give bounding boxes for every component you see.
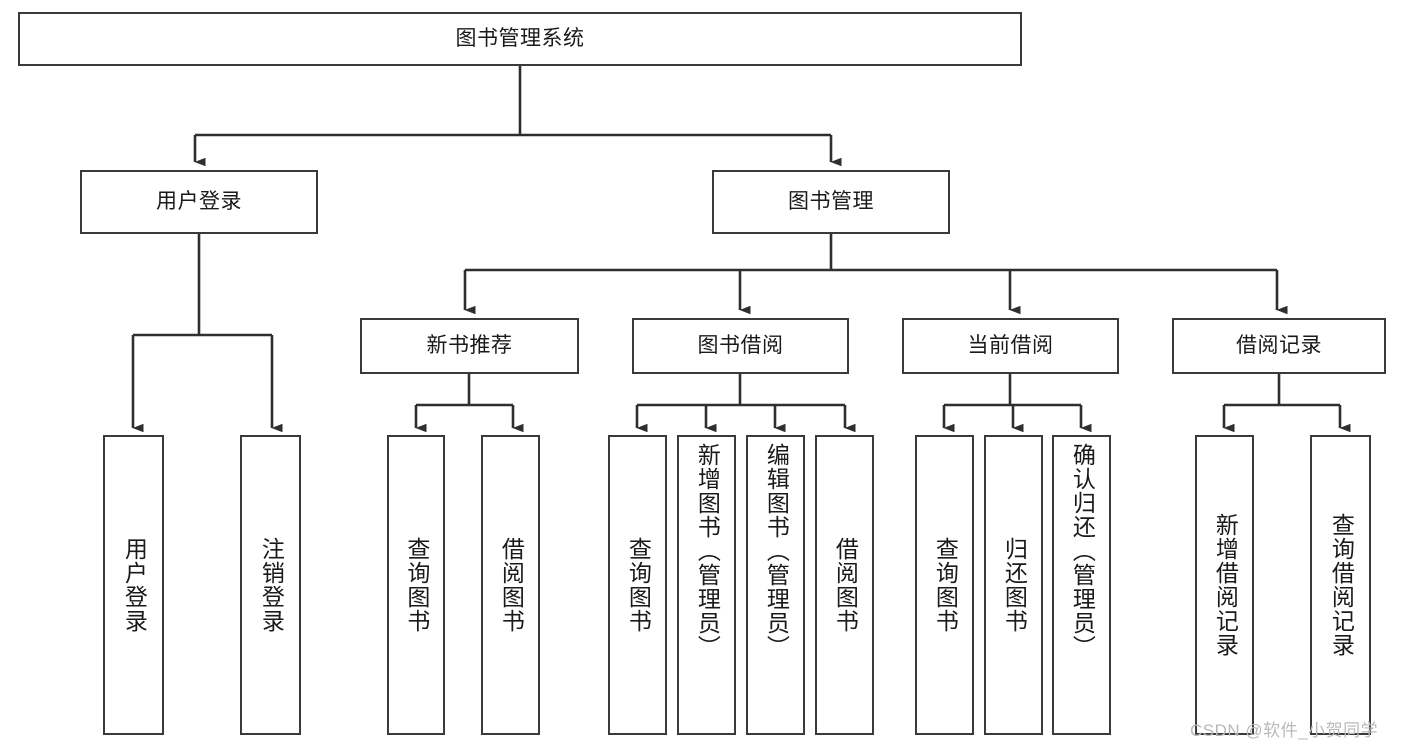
node-label: 编辑图书（管理员） bbox=[763, 443, 790, 659]
node-leaf-add-borrow-record[interactable]: 新增借阅记录 bbox=[1195, 435, 1254, 735]
node-label: 归还图书 bbox=[1001, 537, 1028, 633]
node-root-system[interactable]: 图书管理系统 bbox=[18, 12, 1022, 66]
node-label: 用户登录 bbox=[121, 537, 148, 633]
node-leaf-query-borrow-record[interactable]: 查询借阅记录 bbox=[1310, 435, 1371, 735]
node-leaf-borrow-book-1[interactable]: 借阅图书 bbox=[481, 435, 540, 735]
node-label: 查询图书 bbox=[625, 537, 652, 633]
node-current-borrow[interactable]: 当前借阅 bbox=[902, 318, 1119, 374]
node-label: 查询图书 bbox=[932, 537, 959, 633]
node-user-login[interactable]: 用户登录 bbox=[80, 170, 318, 234]
node-leaf-add-book-admin[interactable]: 新增图书（管理员） bbox=[677, 435, 736, 735]
node-leaf-query-book-2[interactable]: 查询图书 bbox=[608, 435, 667, 735]
node-leaf-user-login[interactable]: 用户登录 bbox=[103, 435, 164, 735]
node-leaf-edit-book-admin[interactable]: 编辑图书（管理员） bbox=[746, 435, 805, 735]
node-leaf-confirm-return-admin[interactable]: 确认归还（管理员） bbox=[1052, 435, 1111, 735]
node-label: 新增图书（管理员） bbox=[694, 443, 721, 659]
node-label: 查询借阅记录 bbox=[1328, 513, 1355, 657]
node-label: 当前借阅 bbox=[967, 333, 1054, 357]
node-label: 新增借阅记录 bbox=[1212, 513, 1239, 657]
node-label: 用户登录 bbox=[156, 189, 242, 213]
node-label: 图书借阅 bbox=[697, 333, 784, 357]
node-label: 图书管理 bbox=[788, 189, 874, 213]
node-book-manage[interactable]: 图书管理 bbox=[712, 170, 950, 234]
node-label: 查询图书 bbox=[403, 537, 430, 633]
node-label: 注销登录 bbox=[258, 537, 285, 633]
node-borrow-record[interactable]: 借阅记录 bbox=[1172, 318, 1386, 374]
node-book-borrow[interactable]: 图书借阅 bbox=[632, 318, 849, 374]
node-label: 图书管理系统 bbox=[455, 26, 585, 50]
node-leaf-query-book-3[interactable]: 查询图书 bbox=[915, 435, 974, 735]
node-label: 借阅图书 bbox=[498, 537, 525, 633]
node-label: 确认归还（管理员） bbox=[1069, 443, 1096, 659]
node-leaf-logout-login[interactable]: 注销登录 bbox=[240, 435, 301, 735]
node-label: 借阅图书 bbox=[832, 537, 859, 633]
node-leaf-return-book[interactable]: 归还图书 bbox=[984, 435, 1043, 735]
node-label: 借阅记录 bbox=[1236, 333, 1322, 357]
node-leaf-query-book-1[interactable]: 查询图书 bbox=[387, 435, 445, 735]
node-leaf-borrow-book-2[interactable]: 借阅图书 bbox=[815, 435, 874, 735]
node-label: 新书推荐 bbox=[426, 333, 513, 357]
node-new-book-recommend[interactable]: 新书推荐 bbox=[360, 318, 579, 374]
csdn-watermark: CSDN @软件_小贺同学 bbox=[1190, 721, 1379, 740]
